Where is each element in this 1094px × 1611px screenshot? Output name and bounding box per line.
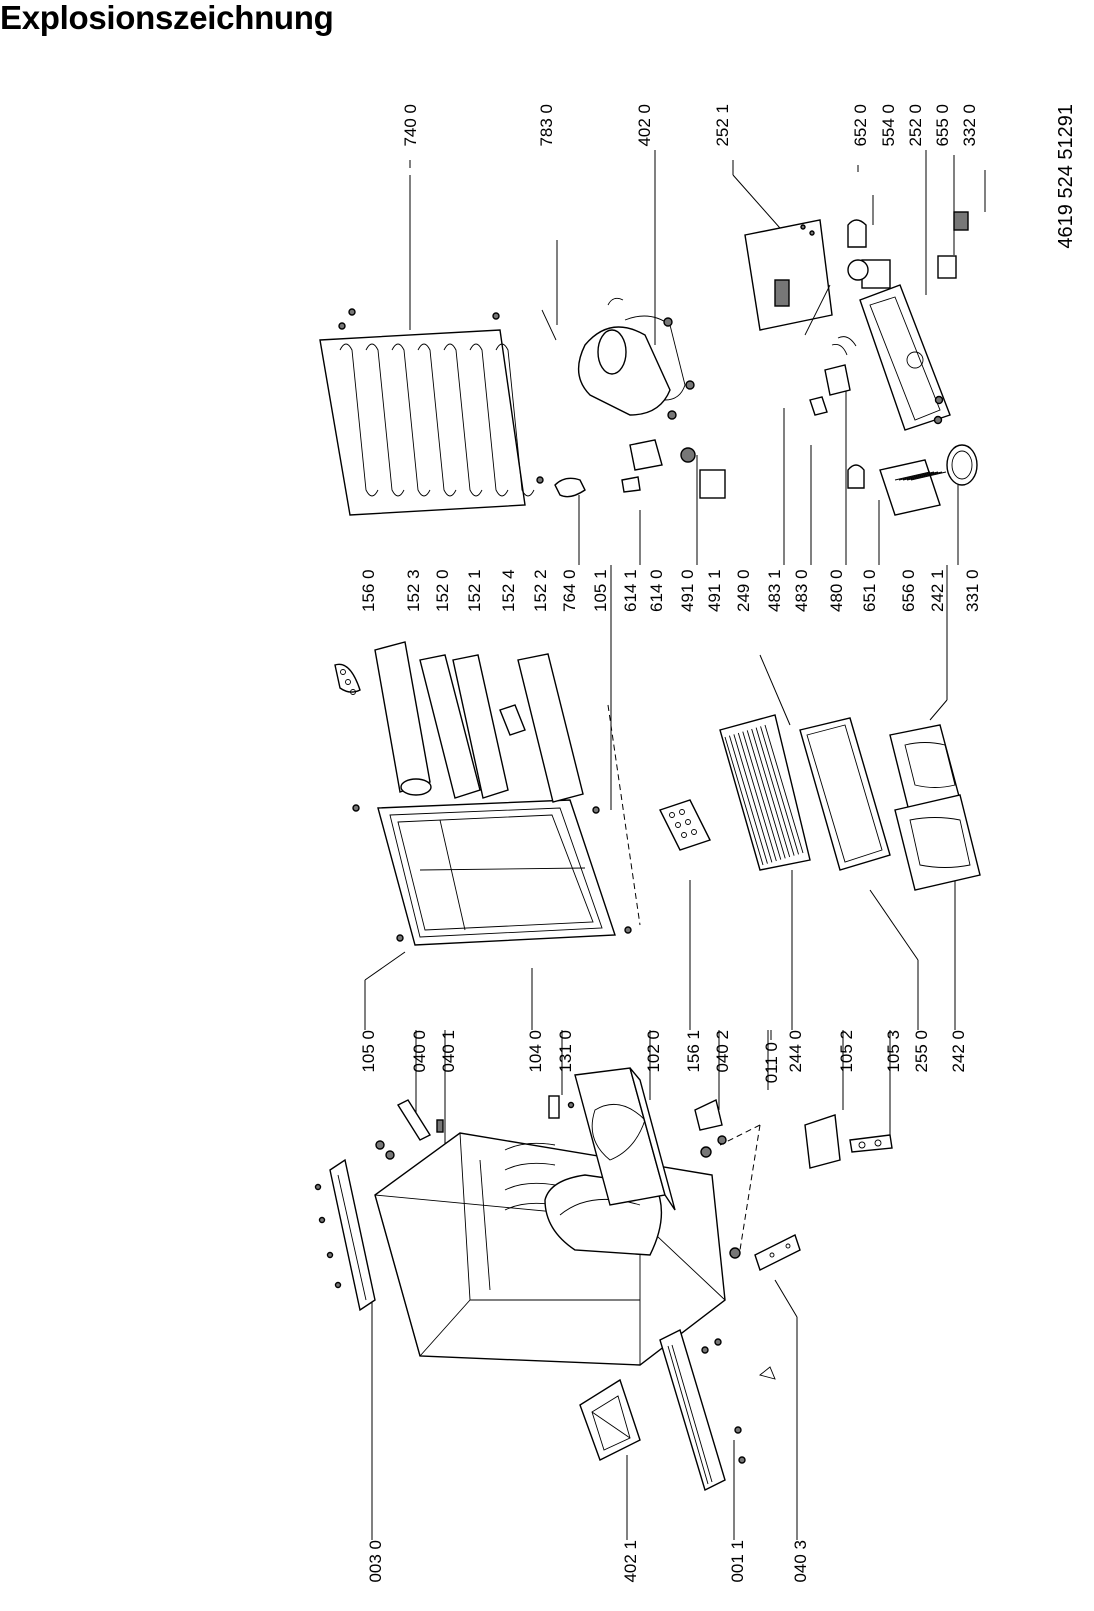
part-label-001-1: 001 1 <box>728 1540 747 1583</box>
part-label-040-0: 040 0 <box>410 1030 429 1073</box>
part-label-554-0: 554 0 <box>879 104 898 147</box>
small-parts-cluster <box>375 1095 776 1464</box>
lamp-and-cover-651-656 <box>847 395 978 516</box>
part-label-783-0: 783 0 <box>537 104 556 147</box>
part-label-152-3: 152 3 <box>404 569 423 612</box>
part-label-011-0: 011 0 <box>762 1042 781 1083</box>
part-label-652-0: 652 0 <box>851 104 870 147</box>
thermostat-unit-480 <box>809 336 857 416</box>
door-liner-104 <box>352 799 632 946</box>
part-label-102-0: 102 0 <box>644 1030 663 1073</box>
part-label-252-0: 252 0 <box>906 104 925 147</box>
evaporator-door-102 <box>574 1067 676 1211</box>
page-title: Explosionszeichnung <box>0 0 334 36</box>
part-label-040-1: 040 1 <box>439 1030 458 1073</box>
condenser-coil <box>469 343 509 497</box>
condenser-coil <box>391 343 431 497</box>
part-label-152-2: 152 2 <box>531 569 550 612</box>
egg-tray-156 <box>659 799 711 851</box>
part-label-040-2: 040 2 <box>713 1030 732 1073</box>
light-housing-252 <box>847 219 951 431</box>
part-label-491-1: 491 1 <box>705 569 724 612</box>
part-label-655-0: 655 0 <box>933 104 952 147</box>
part-label-105-0: 105 0 <box>359 1030 378 1073</box>
shelf-rod <box>742 731 782 860</box>
document-number: 4619 524 51291 <box>1055 104 1077 249</box>
cover-grille-slot <box>910 471 947 481</box>
part-label-105-2: 105 2 <box>837 1030 856 1073</box>
leader-lines <box>364 150 986 1540</box>
plinth-rail-001 <box>659 1329 726 1491</box>
shelf-rod <box>760 726 799 855</box>
part-label-252-1: 252 1 <box>713 104 732 147</box>
part-label-255-0: 255 0 <box>912 1030 931 1073</box>
part-label-332-0: 332 0 <box>960 104 979 147</box>
part-label-105-1: 105 1 <box>591 569 610 612</box>
part-label-491-0: 491 0 <box>678 569 697 612</box>
cover-grille-slot <box>898 471 935 481</box>
part-label-003-0: 003 0 <box>366 1540 385 1583</box>
part-label-614-1: 614 1 <box>621 569 640 612</box>
shelf-rod <box>729 735 768 864</box>
part-label-244-0: 244 0 <box>786 1030 805 1073</box>
part-label-105-3: 105 3 <box>884 1030 903 1073</box>
part-label-040-3: 040 3 <box>791 1540 810 1583</box>
shelf-rod <box>755 727 795 856</box>
condenser-coil <box>443 343 483 497</box>
relay-parts-614-491 <box>621 439 726 499</box>
cover-grille-slot <box>894 471 931 481</box>
part-label-152-0: 152 0 <box>433 569 452 612</box>
shelf-rod <box>724 736 764 866</box>
cover-grille-slot <box>902 471 939 481</box>
part-label-483-1: 483 1 <box>765 569 784 612</box>
hinge-bracket-040-3 <box>754 1234 801 1271</box>
cabinet-body <box>374 1132 726 1366</box>
shelf-rod <box>764 724 804 854</box>
part-label-156-1: 156 1 <box>684 1030 703 1073</box>
shelf-rod <box>751 728 791 858</box>
condenser-coil <box>417 343 457 497</box>
hinge-parts-105 <box>804 1114 893 1169</box>
condenser-coil <box>339 343 379 497</box>
compressor-402 <box>577 297 695 420</box>
part-label-483-0: 483 0 <box>792 569 811 612</box>
part-label-402-0: 402 0 <box>635 104 654 147</box>
part-label-480-0: 480 0 <box>827 569 846 612</box>
shelf-rod <box>733 734 773 863</box>
part-label-131-0: 131 0 <box>556 1030 575 1073</box>
part-label-656-0: 656 0 <box>899 569 918 612</box>
part-label-152-1: 152 1 <box>465 569 484 612</box>
wire-shelf-244 <box>719 714 811 871</box>
door-shelves-152 <box>334 641 584 803</box>
condenser-coil <box>495 343 535 497</box>
cabinet-top-trim <box>314 1158 376 1312</box>
cover-grille-slot <box>906 471 943 481</box>
shelf-rod <box>737 732 777 862</box>
part-label-242-1: 242 1 <box>928 569 947 612</box>
control-panel-252 <box>744 219 833 336</box>
part-label-402-1: 402 1 <box>621 1540 640 1583</box>
part-label-156-0: 156 0 <box>359 569 378 612</box>
condenser-coil <box>365 343 405 497</box>
part-label-740-0: 740 0 <box>401 104 420 147</box>
part-label-152-4: 152 4 <box>499 569 518 612</box>
part-label-249-0: 249 0 <box>734 569 753 612</box>
condenser-740 <box>319 308 557 516</box>
part-label-764-0: 764 0 <box>560 569 579 612</box>
glass-shelf-255 <box>799 717 891 871</box>
part-label-242-0: 242 0 <box>949 1030 968 1073</box>
switch-parts-655-332 <box>937 211 969 279</box>
part-labels: 003 0 402 1 001 1 040 3 105 0 040 0 040 … <box>359 104 1077 1583</box>
capillary-764 <box>554 477 586 498</box>
part-label-614-0: 614 0 <box>647 569 666 612</box>
shelf-rod <box>746 730 786 859</box>
part-label-651-0: 651 0 <box>860 569 879 612</box>
part-label-331-0: 331 0 <box>963 569 982 612</box>
part-label-104-0: 104 0 <box>526 1030 545 1073</box>
crisper-drawers-242 <box>889 724 981 891</box>
foot-bracket-402 <box>579 1378 641 1461</box>
